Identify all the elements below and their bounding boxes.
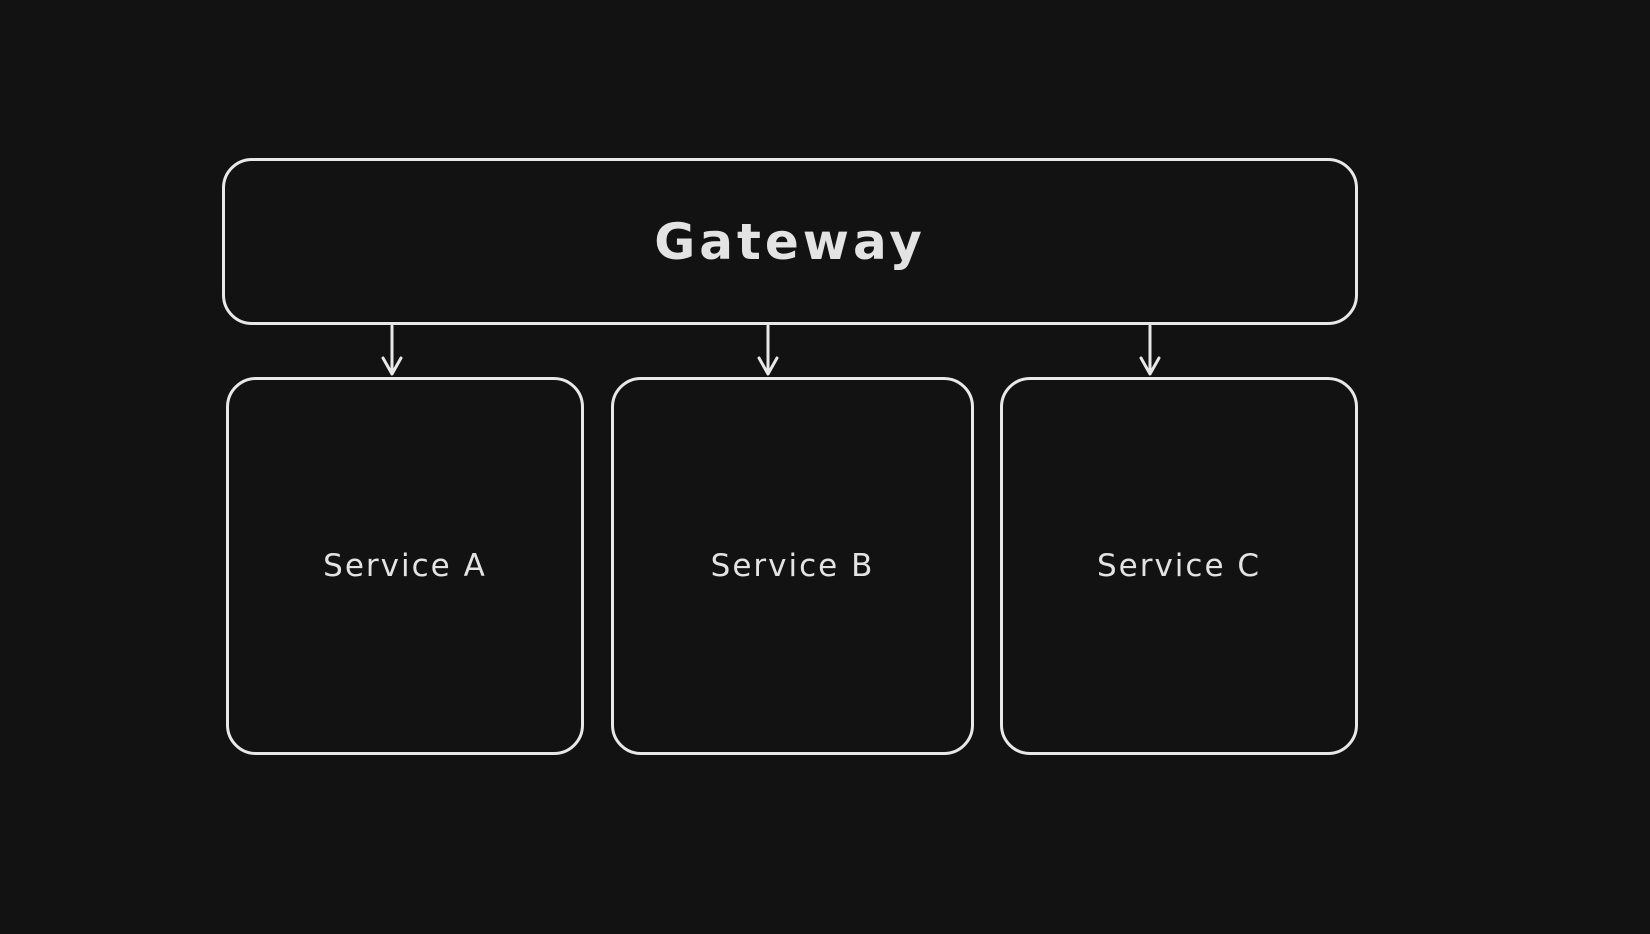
node-service-c[interactable]: Service C [1000, 377, 1358, 755]
edge-gateway-to-service-b[interactable] [757, 324, 779, 376]
arrowhead-down-icon [757, 356, 779, 376]
arrowhead-down-icon [1139, 356, 1161, 376]
edge-gateway-to-service-c[interactable] [1139, 324, 1161, 376]
node-service-b[interactable]: Service B [611, 377, 974, 755]
edge-gateway-to-service-a[interactable] [381, 324, 403, 376]
node-service-a-label: Service A [323, 548, 487, 584]
node-service-c-label: Service C [1096, 548, 1262, 584]
node-gateway[interactable]: Gateway [222, 158, 1358, 325]
arrowhead-down-icon [381, 356, 403, 376]
node-gateway-label: Gateway [654, 212, 926, 271]
node-service-b-label: Service B [710, 548, 875, 584]
node-service-a[interactable]: Service A [226, 377, 584, 755]
